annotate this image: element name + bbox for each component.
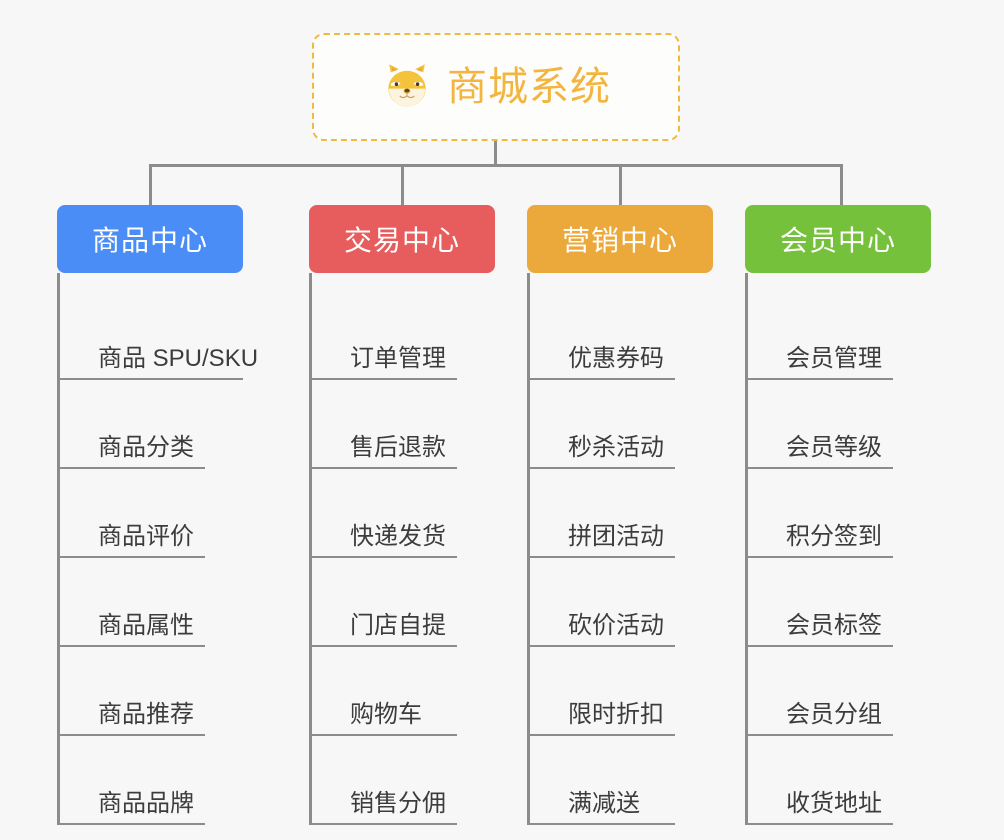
leaf-item[interactable]: 销售分佣 [312, 736, 495, 825]
connector-root-stem [494, 141, 497, 167]
leaf-item-label: 秒杀活动 [530, 434, 675, 469]
leaf-list: 会员管理会员等级积分签到会员标签会员分组收货地址 [745, 273, 931, 825]
leaf-item[interactable]: 售后退款 [312, 380, 495, 469]
leaf-item[interactable]: 收货地址 [748, 736, 931, 825]
category-box[interactable]: 会员中心 [745, 205, 931, 273]
category-label: 交易中心 [343, 225, 460, 256]
leaf-item[interactable]: 会员标签 [748, 558, 931, 647]
leaf-item-label: 快递发货 [312, 523, 457, 558]
leaf-item-label: 满减送 [530, 790, 675, 825]
leaf-item[interactable]: 会员分组 [748, 647, 931, 736]
leaf-item-label: 售后退款 [312, 434, 457, 469]
leaf-list: 优惠券码秒杀活动拼团活动砍价活动限时折扣满减送 [527, 273, 713, 825]
category-label: 会员中心 [779, 225, 896, 256]
leaf-item-label: 商品评价 [60, 523, 205, 558]
leaf-item-label: 商品推荐 [60, 701, 205, 736]
leaf-item[interactable]: 砍价活动 [530, 558, 713, 647]
leaf-item-label: 拼团活动 [530, 523, 675, 558]
category-column: 会员中心会员管理会员等级积分签到会员标签会员分组收货地址 [745, 205, 931, 825]
leaf-item[interactable]: 商品分类 [60, 380, 243, 469]
connector-drop-1 [149, 164, 152, 205]
category-box[interactable]: 营销中心 [527, 205, 713, 273]
leaf-item-label: 商品分类 [60, 434, 205, 469]
leaf-item[interactable]: 会员等级 [748, 380, 931, 469]
leaf-item[interactable]: 秒杀活动 [530, 380, 713, 469]
leaf-list: 商品 SPU/SKU 商品分类商品评价商品属性商品推荐商品品牌 [57, 273, 258, 825]
leaf-item-label: 商品属性 [60, 612, 205, 647]
leaf-item[interactable]: 门店自提 [312, 558, 495, 647]
leaf-item-label: 销售分佣 [312, 790, 457, 825]
leaf-item[interactable]: 购物车 [312, 647, 495, 736]
leaf-item[interactable]: 限时折扣 [530, 647, 713, 736]
leaf-item[interactable]: 快递发货 [312, 469, 495, 558]
leaf-item-label: 商品品牌 [60, 790, 205, 825]
category-label: 商品中心 [91, 225, 208, 256]
leaf-item-label: 会员等级 [748, 434, 893, 469]
leaf-item[interactable]: 积分签到 [748, 469, 931, 558]
connector-horizontal-bus [149, 164, 843, 167]
leaf-item-label: 积分签到 [748, 523, 893, 558]
category-box[interactable]: 交易中心 [309, 205, 495, 273]
shiba-dog-face-icon [381, 61, 433, 113]
leaf-item-label: 会员标签 [748, 612, 893, 647]
category-column: 商品中心商品 SPU/SKU 商品分类商品评价商品属性商品推荐商品品牌 [57, 205, 258, 825]
leaf-item[interactable]: 商品评价 [60, 469, 243, 558]
leaf-item[interactable]: 优惠券码 [530, 291, 713, 380]
leaf-item-label: 砍价活动 [530, 612, 675, 647]
leaf-item[interactable]: 商品推荐 [60, 647, 243, 736]
category-column: 营销中心优惠券码秒杀活动拼团活动砍价活动限时折扣满减送 [527, 205, 713, 825]
leaf-item[interactable]: 商品品牌 [60, 736, 243, 825]
leaf-item-label: 优惠券码 [530, 345, 675, 380]
leaf-item-label: 门店自提 [312, 612, 457, 647]
leaf-item-label: 购物车 [312, 701, 457, 736]
connector-drop-2 [401, 164, 404, 205]
leaf-item-label: 商品 SPU/SKU [60, 345, 258, 380]
root-node-shop-system[interactable]: 商城系统 [312, 33, 680, 141]
leaf-item[interactable]: 商品 SPU/SKU [60, 291, 258, 380]
leaf-item[interactable]: 会员管理 [748, 291, 931, 380]
leaf-item-label: 收货地址 [748, 790, 893, 825]
root-title: 商城系统 [447, 65, 611, 109]
leaf-item-label: 会员管理 [748, 345, 893, 380]
leaf-list: 订单管理售后退款快递发货门店自提购物车销售分佣 [309, 273, 495, 825]
connector-drop-4 [840, 164, 843, 205]
leaf-item-label: 限时折扣 [530, 701, 675, 736]
leaf-item-label: 订单管理 [312, 345, 457, 380]
leaf-item[interactable]: 商品属性 [60, 558, 243, 647]
leaf-item[interactable]: 拼团活动 [530, 469, 713, 558]
leaf-item[interactable]: 满减送 [530, 736, 713, 825]
category-box[interactable]: 商品中心 [57, 205, 243, 273]
category-label: 营销中心 [561, 225, 678, 256]
category-column: 交易中心订单管理售后退款快递发货门店自提购物车销售分佣 [309, 205, 495, 825]
connector-drop-3 [619, 164, 622, 205]
leaf-item[interactable]: 订单管理 [312, 291, 495, 380]
leaf-item-label: 会员分组 [748, 701, 893, 736]
